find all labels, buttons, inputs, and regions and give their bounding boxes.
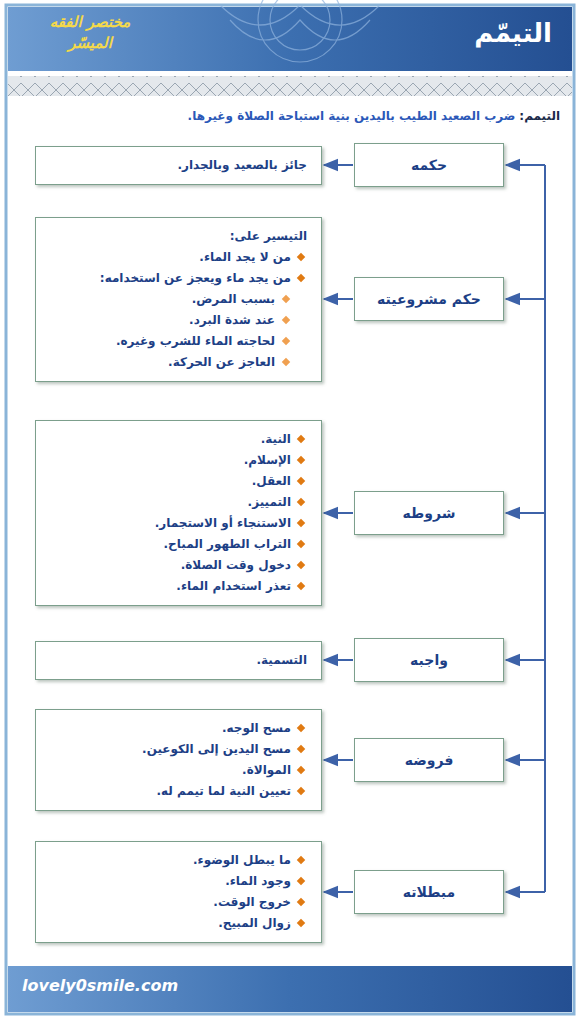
topic-box: مبطلاته — [354, 870, 504, 914]
branch-arrow — [506, 659, 545, 661]
content-item: التسمية. — [46, 650, 307, 671]
connector-arrow — [324, 659, 353, 661]
branch-arrow — [506, 512, 545, 514]
connector-arrow — [324, 759, 353, 761]
content-item: لحاجته الماء للشرب وغيره. — [46, 331, 307, 352]
page-frame — [6, 5, 574, 1014]
content-item: بسبب المرض. — [46, 289, 307, 310]
content-box: النية.الإسلام.العقل.التمييز.الاستنجاء أو… — [35, 420, 322, 606]
content-item: الموالاة. — [46, 760, 307, 781]
connector-arrow — [324, 298, 353, 300]
content-item: العاجز عن الحركة. — [46, 352, 307, 373]
content-item: خروج الوقت. — [46, 892, 307, 913]
content-item: الإسلام. — [46, 450, 307, 471]
content-box: التيسير على:من لا يجد الماء.من يجد ماء و… — [35, 217, 322, 382]
branch-arrow — [506, 891, 545, 893]
topic-title: حكم مشروعيته — [377, 289, 481, 310]
content-item: تعيين النية لما تيمم له. — [46, 781, 307, 802]
watermark: lovely0smile.com — [22, 976, 178, 995]
content-item: من يجد ماء ويعجز عن استخدامه: — [46, 268, 307, 289]
content-item: التمييز. — [46, 492, 307, 513]
content-box: جائز بالصعيد وبالجدار. — [35, 146, 322, 185]
topic-box: حكم مشروعيته — [354, 277, 504, 321]
header-ornament — [220, 0, 380, 62]
content-item: مسح اليدين إلى الكوعين. — [46, 739, 307, 760]
topic-box: واجبه — [354, 638, 504, 682]
content-box: التسمية. — [35, 641, 322, 680]
connector-arrow — [324, 891, 353, 893]
connector-arrow — [324, 512, 353, 514]
content-box: مسح الوجه.مسح اليدين إلى الكوعين.الموالا… — [35, 709, 322, 811]
content-box: ما يبطل الوضوء.وجود الماء.خروج الوقت.زوا… — [35, 841, 322, 943]
topic-box: حكمه — [354, 143, 504, 187]
content-item: الاستنجاء أو الاستجمار. — [46, 513, 307, 534]
connector-arrow — [324, 164, 353, 166]
content-item: من لا يجد الماء. — [46, 247, 307, 268]
topic-title: حكمه — [411, 155, 447, 176]
page-title: التيمّم — [474, 18, 552, 48]
content-item: زوال المبيح. — [46, 913, 307, 934]
topic-box: شروطه — [354, 491, 504, 535]
branch-arrow — [506, 759, 545, 761]
content-item: العقل. — [46, 471, 307, 492]
branch-arrow — [506, 164, 545, 166]
pattern-strip — [8, 76, 572, 96]
definition-text: ضرب الصعيد الطيب باليدين بنية استباحة ال… — [188, 109, 516, 123]
definition-term: التيمم: — [519, 109, 560, 123]
topic-title: فروضه — [405, 750, 454, 771]
topic-box: فروضه — [354, 738, 504, 782]
content-item: دخول وقت الصلاة. — [46, 555, 307, 576]
content-item: وجود الماء. — [46, 871, 307, 892]
content-item: التراب الطهور المباح. — [46, 534, 307, 555]
topic-title: مبطلاته — [403, 882, 455, 903]
footer-band — [8, 966, 572, 1012]
series-title: مختصر الفقه الميسّر — [30, 12, 150, 54]
topic-title: شروطه — [403, 503, 456, 524]
content-item: عند شدة البرد. — [46, 310, 307, 331]
branch-arrow — [506, 298, 545, 300]
topic-title: واجبه — [410, 650, 448, 671]
content-item: ما يبطل الوضوء. — [46, 850, 307, 871]
content-item: تعذر استخدام الماء. — [46, 576, 307, 597]
trunk-line — [544, 165, 546, 892]
content-item: النية. — [46, 429, 307, 450]
content-item: جائز بالصعيد وبالجدار. — [46, 155, 307, 176]
content-item: مسح الوجه. — [46, 718, 307, 739]
content-item: التيسير على: — [46, 226, 307, 247]
